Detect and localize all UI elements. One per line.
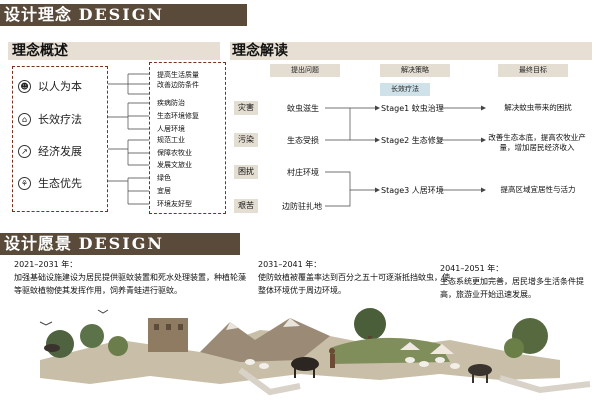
detail-box — [149, 62, 226, 214]
vision-period-1: 2021–2031 年： 加强基础设施建设为居民提供驱蚊装置和死水处理装置，种植… — [14, 258, 250, 297]
goal-item: 改善生态本底，提高农牧业产量，增加居民经济收入 — [488, 133, 586, 152]
header-goal: 最终目标 — [498, 64, 568, 77]
goal-item: 解决蚊虫带来的困扰 — [504, 103, 572, 112]
concept-label: 生态优先 — [38, 177, 82, 190]
problem-label: 困扰 — [234, 165, 258, 179]
concept-economic-development: ↗ 经济发展 — [18, 143, 82, 159]
problem-detail: 边防驻扎地 — [282, 202, 322, 211]
plant-icon: ⚘ — [18, 176, 31, 190]
banner-cn: 设计理念 — [4, 5, 73, 24]
problem-detail: 蚊虫滋生 — [287, 104, 319, 113]
problem-label: 艰苦 — [234, 199, 258, 213]
detail-item: 规范工业 — [157, 136, 185, 144]
overview-title-bar — [8, 42, 220, 60]
strategy-tag: 长效疗法 — [380, 83, 430, 96]
problem-detail: 村庄环境 — [287, 168, 319, 177]
detail-item: 提高生活质量 — [157, 71, 199, 79]
problem-label: 灾害 — [234, 101, 258, 115]
stage-number: Stage2 — [381, 136, 410, 145]
vision-period-3: 2041–2051 年： 生态系统更加完善，居民增多生活条件提高，旅游业开始迅速… — [440, 262, 596, 301]
concept-long-term-therapy: ⌂ 长效疗法 — [18, 111, 82, 127]
overview-title: 理念概述 — [12, 43, 68, 59]
detail-item: 人居环境 — [157, 125, 185, 133]
detail-item: 保障农牧业 — [157, 149, 192, 157]
banner-cn: 设计愿景 — [4, 234, 73, 253]
stage-node-2: Stage2 生态修复 — [381, 135, 444, 146]
banner-en: DESIGN VISION — [4, 234, 164, 275]
goal-item: 提高区域宜居性与活力 — [500, 185, 576, 194]
detail-item: 改善边防条件 — [157, 81, 199, 89]
banner-en: DESIGN CONCEPT — [4, 5, 164, 46]
trend-chart-icon: ↗ — [18, 144, 31, 158]
stage-name: 人居环境 — [411, 186, 444, 195]
detail-item: 生态环境修复 — [157, 112, 199, 120]
header-problem: 提出问题 — [270, 64, 340, 77]
house-icon: ⌂ — [18, 112, 31, 126]
interpretation-title-bar — [230, 42, 592, 60]
concept-people-first: ☻ 以人为本 — [18, 78, 82, 94]
detail-item: 环境友好型 — [157, 200, 192, 208]
detail-item: 绿色 — [157, 174, 171, 182]
stage-node-3: Stage3 人居环境 — [381, 185, 444, 196]
vision-period-label: 2041–2051 年： — [440, 264, 504, 273]
stage-name: 蚊虫治理 — [411, 104, 444, 113]
vision-period-text: 使防蚊植被覆盖率达到百分之五十可逐渐抵挡蚊虫，使整体环境优于周边环境。 — [258, 273, 450, 295]
vision-period-label: 2021–2031 年： — [14, 260, 78, 269]
concept-label: 经济发展 — [38, 145, 82, 158]
vision-period-2: 2031–2041 年： 使防蚊植被覆盖率达到百分之五十可逐渐抵挡蚊虫，使整体环… — [258, 258, 454, 297]
stage-node-1: Stage1 蚊虫治理 — [381, 103, 444, 114]
interpretation-title: 理念解读 — [232, 43, 288, 59]
problem-detail: 生态受损 — [287, 136, 319, 145]
vision-period-label: 2031–2041 年： — [258, 260, 322, 269]
design-concept-banner: 设计理念 DESIGN CONCEPT — [0, 4, 247, 46]
person-icon: ☻ — [18, 79, 31, 93]
stage-name: 生态修复 — [411, 136, 444, 145]
header-strategy: 解决策略 — [380, 64, 450, 77]
landscape-collage-illustration — [39, 308, 591, 396]
stage-number: Stage1 — [381, 104, 410, 113]
detail-item: 发展文旅业 — [157, 161, 192, 169]
problem-label: 污染 — [234, 133, 258, 147]
detail-item: 疾病防治 — [157, 99, 185, 107]
detail-item: 宜居 — [157, 187, 171, 195]
concept-label: 以人为本 — [38, 80, 82, 93]
stage-number: Stage3 — [381, 186, 410, 195]
concept-label: 长效疗法 — [38, 113, 82, 126]
vision-period-text: 加强基础设施建设为居民提供驱蚊装置和死水处理装置，种植轮藻等驱蚊植物使其发挥作用… — [14, 273, 246, 295]
concept-ecology-first: ⚘ 生态优先 — [18, 175, 82, 191]
vision-period-text: 生态系统更加完善，居民增多生活条件提高，旅游业开始迅速发展。 — [440, 277, 584, 299]
concept-box — [12, 66, 108, 212]
design-vision-banner: 设计愿景 DESIGN VISION — [0, 233, 240, 275]
